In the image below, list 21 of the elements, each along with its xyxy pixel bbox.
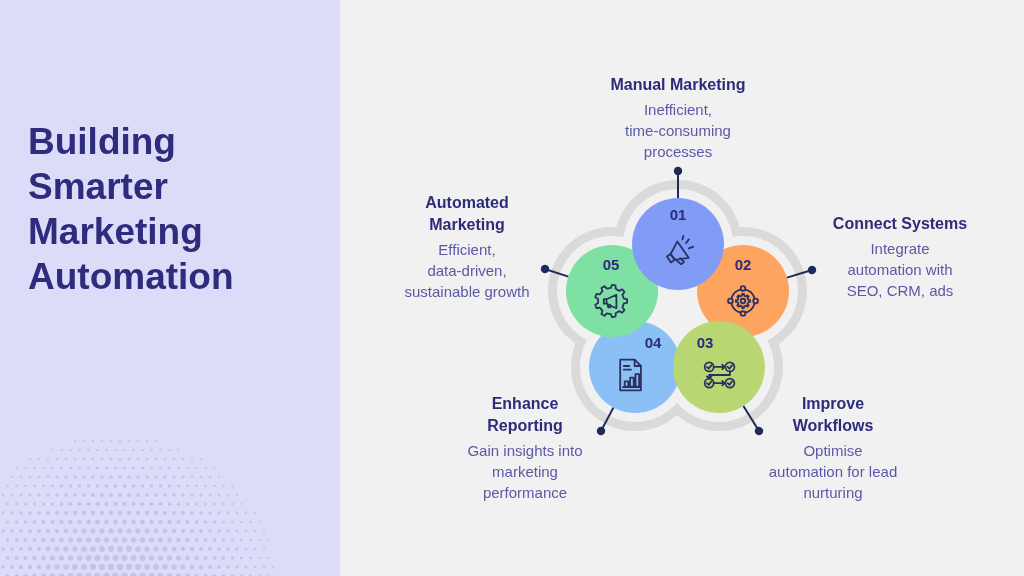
step-description: Optimise automation for lead nurturing <box>767 441 899 503</box>
step-description: Integrate automation with SEO, CRM, ads <box>845 239 955 301</box>
step-description: Gain insights into marketing performance <box>466 441 584 503</box>
leader-line <box>596 406 615 436</box>
title: Building Smarter Marketing Automation <box>28 120 235 299</box>
step-number: 04 <box>644 334 662 352</box>
step-title: Improve Workflows <box>791 394 875 436</box>
step-number: 03 <box>696 334 714 352</box>
step-title: Connect Systems <box>832 214 968 234</box>
leader-line <box>786 265 817 279</box>
leader-line <box>742 405 764 436</box>
step-number: 02 <box>734 256 752 274</box>
step-number: 05 <box>602 256 620 274</box>
step-title: Manual Marketing <box>610 75 746 95</box>
step-description: Inefficient, time-consuming processes <box>624 100 732 162</box>
step-number: 01 <box>669 206 687 224</box>
step-title: Automated Marketing <box>424 193 510 235</box>
leader-line <box>673 166 683 199</box>
leader-line <box>540 264 570 278</box>
step-description: Efficient, data-driven, sustainable growth <box>403 240 531 302</box>
step-title: Enhance Reporting <box>486 394 564 436</box>
